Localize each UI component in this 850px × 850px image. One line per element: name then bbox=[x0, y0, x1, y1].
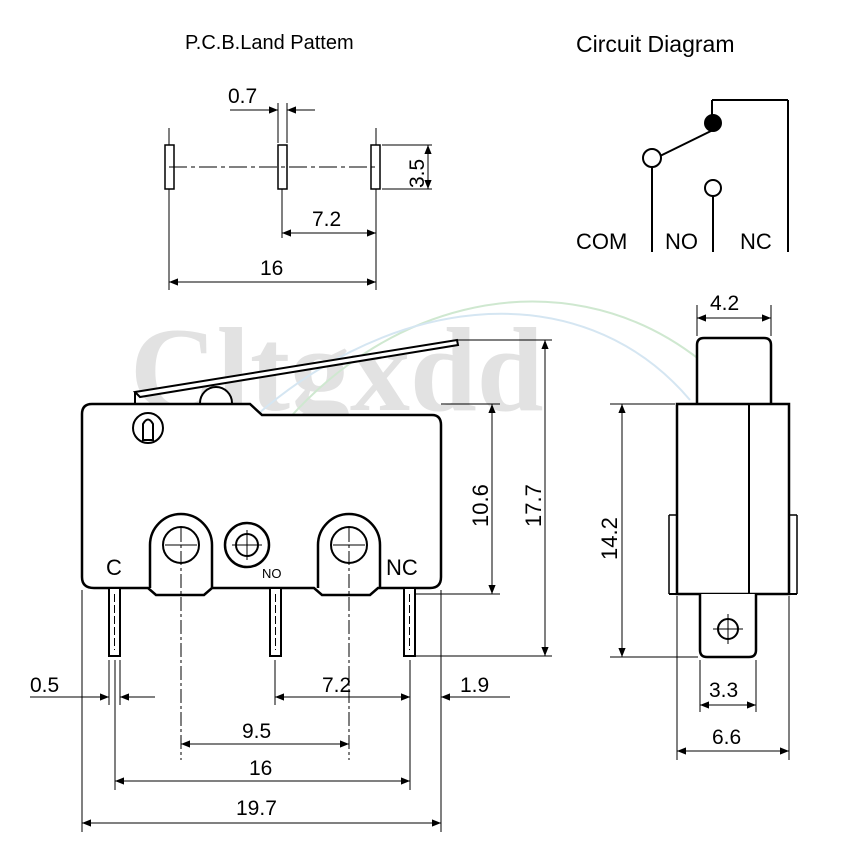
total-height-dim: 17.7 bbox=[521, 484, 546, 527]
side-width-dim: 6.6 bbox=[712, 726, 741, 749]
pin-nc-label: NC bbox=[386, 555, 418, 580]
plunger bbox=[695, 336, 773, 404]
watermark-swoosh bbox=[229, 312, 691, 441]
switch-arm bbox=[659, 129, 714, 157]
pcb-pitch-dim: 7.2 bbox=[312, 208, 341, 231]
circuit-title: Circuit Diagram bbox=[576, 31, 734, 57]
no-contact bbox=[704, 179, 722, 197]
front-view: C NO NC 10.6 17.7 0.5 7.2 1.9 9.5 bbox=[30, 338, 552, 832]
circuit-com-label: COM bbox=[576, 229, 627, 254]
plunger-width-dim: 4.2 bbox=[710, 292, 739, 315]
pcb-title: P.C.B.Land Pattem bbox=[185, 32, 354, 54]
circuit-no-label: NO bbox=[665, 229, 698, 254]
actuator-bump bbox=[199, 386, 233, 404]
mounting-boss bbox=[316, 512, 382, 588]
pin-span-dim: 16 bbox=[249, 757, 272, 780]
pivot-hole bbox=[132, 412, 164, 444]
pcb-pad-height-dim: 3.5 bbox=[406, 159, 429, 188]
watermark-swoosh bbox=[249, 300, 701, 471]
pin-c-label: C bbox=[106, 555, 122, 580]
lever bbox=[132, 338, 460, 399]
mounting-boss bbox=[148, 512, 214, 588]
hole-pitch-dim: 9.5 bbox=[242, 720, 271, 743]
body-height-dim: 10.6 bbox=[468, 484, 493, 527]
pin-width-dim: 0.5 bbox=[30, 674, 59, 697]
circuit-diagram: COM NO NC bbox=[576, 99, 789, 254]
no-nc-spacing-dim: 7.2 bbox=[322, 674, 351, 697]
nc-contact bbox=[704, 114, 722, 132]
circuit-nc-label: NC bbox=[740, 229, 772, 254]
terminal-width-dim: 3.3 bbox=[709, 679, 738, 702]
nc-offset-dim: 1.9 bbox=[460, 674, 489, 697]
com-contact bbox=[642, 148, 662, 168]
side-view: 4.2 14.2 3.3 6.6 bbox=[597, 292, 798, 760]
pcb-pad-width-dim: 0.7 bbox=[228, 85, 257, 108]
pcb-span-dim: 16 bbox=[260, 257, 283, 280]
body-length-dim: 19.7 bbox=[236, 797, 277, 820]
side-height-dim: 14.2 bbox=[597, 517, 622, 560]
pin-no-label: NO bbox=[262, 566, 282, 581]
side-body bbox=[675, 402, 791, 596]
pcb-land-pattern: 0.7 3.5 7.2 16 bbox=[164, 85, 432, 290]
